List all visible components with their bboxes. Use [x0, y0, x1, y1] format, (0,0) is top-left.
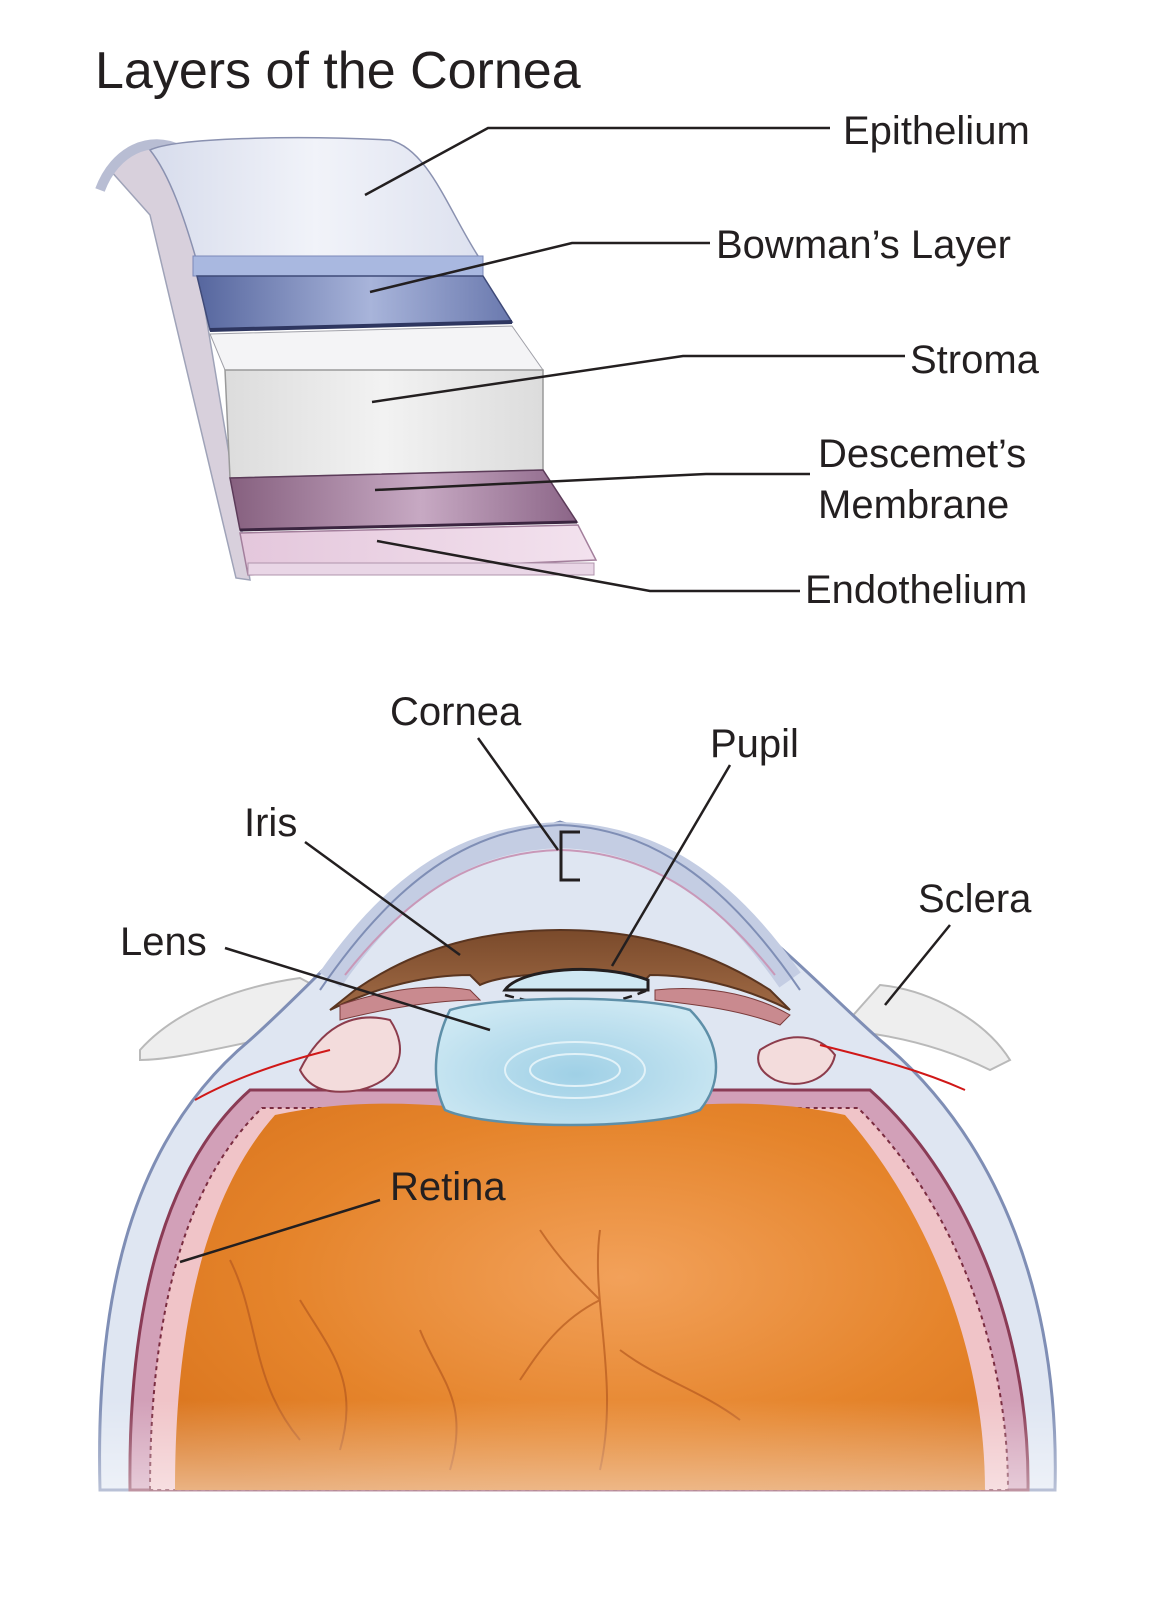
label-bowmans-layer: Bowman’s Layer — [716, 223, 1011, 267]
retina-leader — [179, 1198, 381, 1264]
eye-leaders — [179, 737, 951, 1264]
label-sclera: Sclera — [918, 877, 1032, 921]
label-descemets-line2: Membrane — [818, 483, 1009, 527]
stroma-layer — [224, 369, 544, 479]
label-pupil: Pupil — [710, 722, 799, 766]
epithelium-layer — [148, 136, 484, 263]
cornea-layer-block — [95, 136, 598, 581]
label-descemets-line1: Descemet’s — [818, 432, 1026, 476]
endothelium-leader — [376, 539, 800, 593]
label-endothelium: Endothelium — [805, 568, 1027, 612]
right-eyelid — [837, 983, 1012, 1072]
sclera-leader — [884, 924, 951, 1006]
cornea-bracket — [559, 830, 580, 882]
cornea-layer-leaders — [364, 126, 905, 593]
pupil-leader — [610, 764, 732, 967]
iris-leader — [304, 840, 461, 957]
bottom-fade — [80, 1400, 1090, 1600]
endothelium-cell-strip — [247, 562, 595, 576]
bowmans-leader — [369, 241, 710, 294]
lens — [434, 997, 718, 1127]
label-epithelium: Epithelium — [843, 109, 1030, 153]
bowmans-cell-strip — [192, 255, 484, 277]
diagram-title: Layers of the Cornea — [95, 42, 581, 100]
epithelium-leader — [364, 126, 830, 197]
label-stroma: Stroma — [910, 338, 1040, 382]
stroma-leader — [371, 354, 905, 404]
descemets-leader — [374, 472, 810, 492]
ciliary-body-left — [298, 1016, 401, 1093]
label-cornea: Cornea — [390, 690, 522, 734]
label-iris: Iris — [244, 801, 297, 845]
label-lens: Lens — [120, 920, 207, 964]
label-retina: Retina — [390, 1165, 506, 1209]
ciliary-body-right — [757, 1036, 837, 1085]
cornea-leader — [476, 737, 560, 851]
lens-leader — [224, 946, 491, 1032]
pupil — [502, 967, 650, 992]
descemets-membrane-layer — [229, 469, 579, 531]
